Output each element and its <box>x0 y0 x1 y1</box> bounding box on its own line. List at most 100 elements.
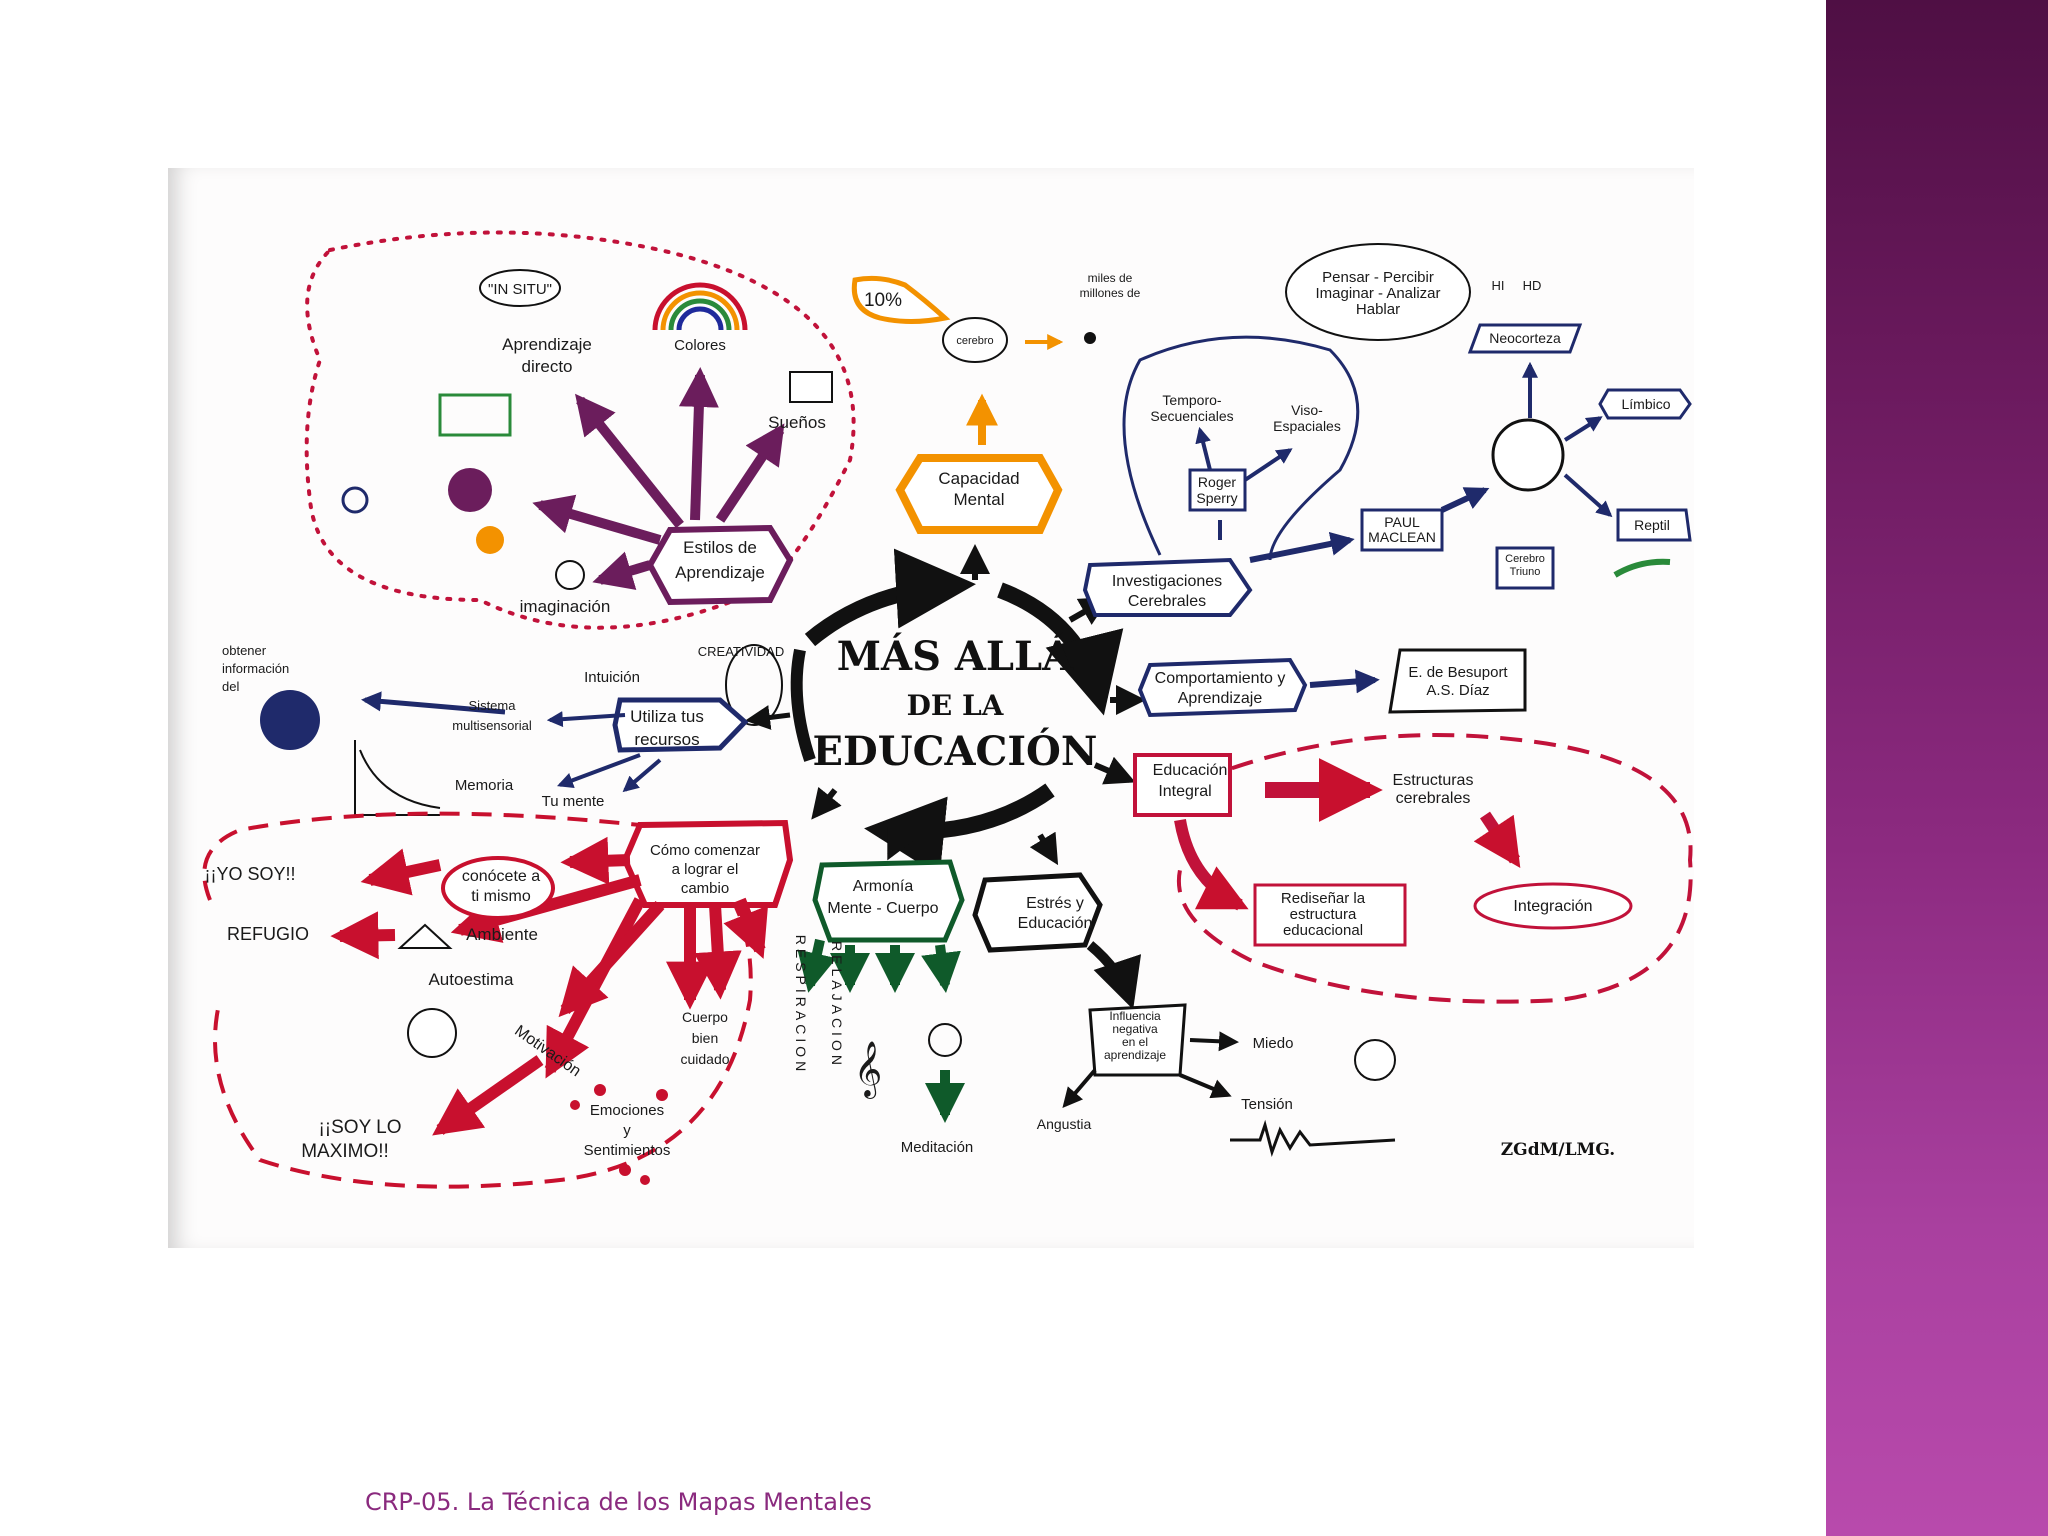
sun-icon <box>476 526 504 554</box>
branch-estilos: Estilos de Aprendizaje "IN SITU" Aprendi… <box>304 230 856 726</box>
imaginacion-label: imaginación <box>520 597 611 616</box>
creatividad-label: CREATIVIDAD <box>698 644 784 659</box>
estres-title-2: Educación <box>1018 915 1093 932</box>
center-node: MÁS ALLÁ DE LA EDUCACIÓN <box>790 548 1124 877</box>
memory-curve <box>359 749 441 809</box>
mind-hub-icon <box>448 468 492 512</box>
conocete-bubble <box>441 856 555 920</box>
estructuras-label-2: cerebrales <box>1396 790 1471 807</box>
center-title-line2: DE LA <box>907 689 1005 722</box>
paul-node <box>1360 508 1444 552</box>
in-situ-bubble <box>479 269 561 307</box>
influencia-label-2: negativa <box>1112 1022 1158 1036</box>
temporo-label-2: Secuenciales <box>1150 408 1233 424</box>
reptil-node <box>1616 508 1692 542</box>
armonia-title-1: Armonía <box>853 878 914 895</box>
tension-label: Tensión <box>1241 1096 1293 1113</box>
mind-map-image: MÁS ALLÁ DE LA EDUCACIÓN Estilos de Apre… <box>168 168 1694 1248</box>
integral-title-2: Integral <box>1158 783 1211 800</box>
temporo-label-1: Temporo- <box>1162 392 1221 408</box>
cerebro-label: cerebro <box>956 335 993 347</box>
investigaciones-title-2: Cerebrales <box>1128 593 1206 610</box>
smiley-icon <box>407 1008 457 1058</box>
brain-cloud-icon <box>942 317 1008 363</box>
armonia-title-2: Mente - Cuerpo <box>827 900 938 917</box>
miles-label-2: millones de <box>1080 286 1141 300</box>
music-note-icon: 𝄞 <box>854 1042 882 1099</box>
influencia-label-3: en el <box>1122 1035 1148 1049</box>
redisenar-label-2: estructura <box>1290 906 1357 923</box>
branch-recursos: Utiliza tus recursos Intuición Sistema m… <box>222 643 791 816</box>
branch-capacidad: Capacidad Mental 10% cerebro miles de mi… <box>851 271 1141 580</box>
center-title-line1: MÁS ALLÁ <box>837 633 1074 680</box>
meditation-icon <box>928 1023 962 1057</box>
conocete-label-2: ti mismo <box>471 888 531 905</box>
neuron-icon <box>1084 332 1096 344</box>
flowchart-icon <box>438 393 512 437</box>
investigaciones-cloud <box>1122 335 1360 561</box>
colores-label: Colores <box>674 337 726 354</box>
integracion-node <box>1473 882 1633 930</box>
comportamiento-title-1: Comportamiento y <box>1155 670 1286 687</box>
recursos-node <box>612 697 749 753</box>
cuerpo-label-1: Cuerpo <box>682 1009 728 1025</box>
branch-comenzar: Cómo comenzar a lograr el cambio ¡¡YO SO… <box>202 786 842 1189</box>
slide-footer: CRP-05. La Técnica de los Mapas Mentales <box>365 1488 872 1516</box>
branch-investigaciones: Investigaciones Cerebrales Pensar - Perc… <box>1068 243 1692 625</box>
armonia-node <box>812 859 965 943</box>
respiracion-label: RESPIRACION <box>793 935 809 1075</box>
emociones-label-2: y <box>623 1122 631 1139</box>
integracion-label: Integración <box>1513 898 1592 915</box>
besuport-label-2: A.S. Díaz <box>1426 682 1489 699</box>
reptil-label: Reptil <box>1634 517 1670 533</box>
estilos-title-2: Aprendizaje <box>675 563 765 582</box>
besuport-node <box>1388 648 1527 714</box>
redisenar-label-1: Rediseñar la <box>1281 890 1366 907</box>
pensar-label-1: Pensar - Percibir <box>1322 269 1434 286</box>
neocorteza-label: Neocorteza <box>1489 330 1561 346</box>
hi-label: HI <box>1492 278 1505 293</box>
hearts-icon <box>570 1084 668 1185</box>
brain-triune-icon <box>1491 418 1565 492</box>
estructuras-label-1: Estructuras <box>1393 772 1474 789</box>
pensar-bubble <box>1285 243 1471 341</box>
limbico-node <box>1598 388 1692 420</box>
branch-estres: Estrés y Educación Influencia negativa e… <box>972 831 1615 1160</box>
memory-curve-axes <box>354 740 440 816</box>
yo-soy-label: ¡¡YO SOY!! <box>204 864 295 884</box>
bed-icon <box>789 371 833 403</box>
ambiente-label: Ambiente <box>466 925 538 944</box>
influencia-label-1: Influencia <box>1109 1009 1161 1023</box>
lizard-icon <box>1613 558 1671 578</box>
integral-title-1: Educación <box>1153 762 1228 779</box>
miles-label-1: miles de <box>1088 271 1133 285</box>
signature: ZGdM/LMG. <box>1501 1140 1615 1160</box>
recursos-title-2: recursos <box>634 730 699 749</box>
viso-label-1: Viso- <box>1291 402 1323 418</box>
miedo-label: Miedo <box>1253 1035 1294 1052</box>
mind-map-diagram: MÁS ALLÁ DE LA EDUCACIÓN Estilos de Apre… <box>202 230 1693 1189</box>
estres-title-1: Estrés y <box>1026 895 1084 912</box>
face-icon <box>555 560 585 590</box>
obtener-label-1: obtener <box>222 643 267 658</box>
recursos-title-1: Utiliza tus <box>630 707 704 726</box>
percent-bubble <box>851 275 951 324</box>
pensar-label-3: Hablar <box>1356 301 1400 318</box>
branch-integral: Educación Integral Estructuras cerebrale… <box>1093 733 1693 1004</box>
tu-mente-label: Tu mente <box>542 793 605 810</box>
roger-label-2: Sperry <box>1196 490 1237 506</box>
capacidad-title-1: Capacidad <box>938 469 1019 488</box>
molecule-icon <box>341 486 369 514</box>
integral-node <box>1133 753 1232 817</box>
branch-armonia: Armonía Mente - Cuerpo RESPIRACION RELAJ… <box>793 826 973 1156</box>
estilos-title-1: Estilos de <box>683 538 757 557</box>
roger-label-1: Roger <box>1198 474 1236 490</box>
autoestima-label: Autoestima <box>428 970 514 989</box>
triuno-label-2: Triuno <box>1510 566 1541 578</box>
paul-label-2: MACLEAN <box>1368 529 1436 545</box>
refugio-label: REFUGIO <box>227 924 309 944</box>
capacidad-title-2: Mental <box>953 490 1004 509</box>
branch-comportamiento: Comportamiento y Aprendizaje E. de Besup… <box>1110 648 1527 718</box>
capacidad-node <box>895 454 1063 534</box>
